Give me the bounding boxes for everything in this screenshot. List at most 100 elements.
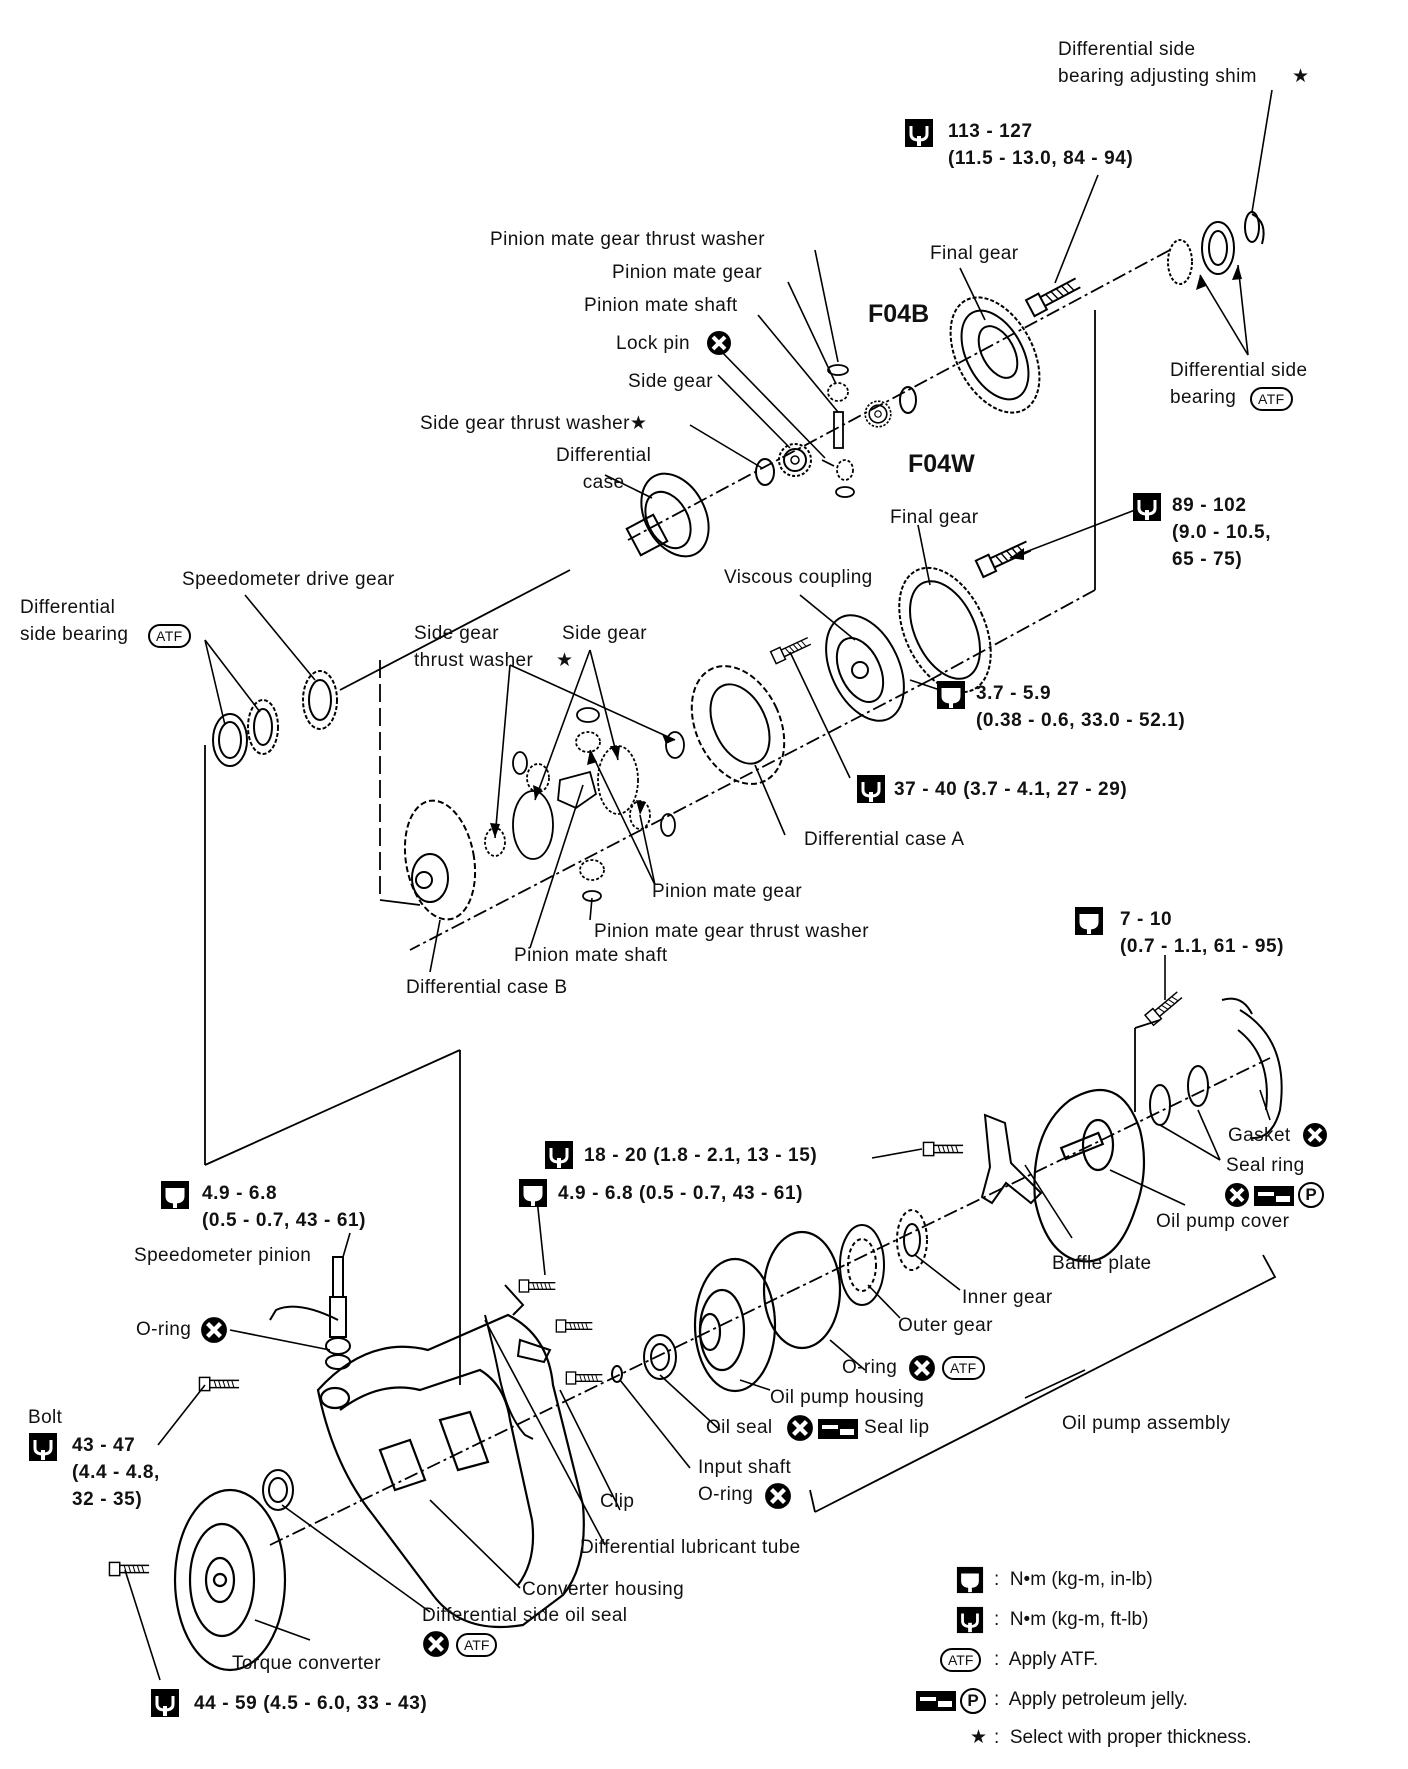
gasket-label: Gasket (1228, 1122, 1327, 1176)
bracket-bolt-1 (518, 1279, 556, 1293)
oil-pump-assembly-bracket (809, 1254, 1277, 1513)
pinion-mate-set-mid (484, 707, 685, 902)
side-oil-seal-part (262, 1469, 294, 1511)
torque-4-9-a: 4.9 - 6.8 (0.5 - 0.7, 43 - 61) (518, 1178, 802, 1259)
oil-pump-assembly-label: Oil pump assembly (1062, 1413, 1231, 1434)
replace-x-icon (201, 1317, 227, 1343)
legend-ftlb: : N•m (kg-m, ft-lb) (956, 1606, 1356, 1636)
legend: : N•m (kg-m, in-lb) : N•m (kg-m, ft-lb) … (916, 1566, 1360, 1756)
atf-symbol: ATF (940, 1648, 982, 1672)
baffle-plate-part (980, 1113, 1043, 1205)
seal-ring-label: Seal ring (1226, 1155, 1305, 1176)
atf-symbol: ATF (456, 1633, 498, 1657)
p-symbol: P (960, 1688, 986, 1714)
atf-symbol: ATF (1250, 387, 1293, 411)
model-f04b-label: F04B (868, 300, 930, 328)
speedometer-pinion-label: Speedometer pinion (134, 1245, 312, 1266)
side-gear-thrust-washer-top (755, 458, 775, 486)
differential-case-a (690, 665, 786, 785)
p-symbol: P (1298, 1182, 1324, 1208)
torque-wrench-ftlb-icon (545, 1141, 573, 1169)
torque-89: 89 - 102 (9.0 - 10.5, 65 - 75) (1132, 492, 1270, 573)
viscous-coupling (825, 614, 905, 722)
oil-pump-cover-part (1033, 1088, 1146, 1263)
side-gear-thrust-washer-top-label: Side gear thrust washer★ (420, 413, 648, 434)
torque-113: 113 - 127 (11.5 - 13.0, 84 - 94) (905, 118, 1133, 199)
replace-x-icon (765, 1483, 791, 1509)
differential-case-label: Differential case (556, 445, 652, 493)
lock-pin-label: Lock pin (616, 330, 731, 384)
torque-wrench-inlb-icon (519, 1179, 547, 1207)
oring-speedo-label: O-ring (136, 1316, 227, 1370)
final-gear-bolt-f04b (1025, 273, 1084, 318)
oil-seal-label: Oil seal Seal lip (706, 1414, 929, 1522)
housing-bolt (198, 1376, 240, 1392)
torque-37: 37 - 40 (3.7 - 4.1, 27 - 29) (856, 774, 1127, 855)
speedometer-pinion-part (269, 1256, 351, 1370)
gasket-part (1221, 997, 1283, 1140)
star-icon: ★ (1292, 66, 1310, 87)
legend-pj: P : Apply petroleum jelly. (916, 1686, 1356, 1716)
atf-symbol: ATF (942, 1356, 985, 1380)
torque-3-7: 3.7 - 5.9 (0.38 - 0.6, 33.0 - 52.1) (936, 680, 1185, 761)
side-bearing-left (212, 699, 279, 767)
star-icon: ★ (970, 1727, 988, 1748)
petroleum-jelly-icon (1254, 1186, 1294, 1206)
diff-side-oil-seal-label: Differential side oil seal (422, 1605, 628, 1626)
converter-housing-label: Converter housing (522, 1579, 685, 1600)
torque-wrench-inlb-icon (937, 681, 965, 709)
lubricant-tube-part (484, 1284, 552, 1440)
converter-bolt (108, 1561, 150, 1577)
torque-wrench-ftlb-icon (857, 775, 885, 803)
replace-x-icon (787, 1415, 813, 1441)
replace-x-icon (707, 331, 731, 355)
final-gear-f04b-label: Final gear (930, 243, 1019, 264)
star-icon: ★ (556, 650, 574, 671)
diff-side-bearing-right-label: Differential side bearing ATF (1170, 357, 1307, 438)
upper-axis-lines (204, 249, 1171, 1385)
speedometer-drive-gear-label: Speedometer drive gear (182, 569, 395, 590)
side-bearing-right (1167, 211, 1265, 285)
oil-pump-housing-part (693, 1230, 842, 1393)
final-gear-f04w-label: Final gear (890, 507, 979, 528)
input-shaft-oring-part (611, 1334, 677, 1383)
torque-wrench-ftlb-icon (1133, 493, 1161, 521)
clip-label: Clip (600, 1491, 635, 1512)
pinion-mate-thrust-washer-top-label: Pinion mate gear thrust washer (490, 229, 765, 250)
speedometer-drive-gear-part (302, 670, 338, 730)
legend-atf: ATF : Apply ATF. (940, 1646, 1356, 1676)
replace-x-icon (1303, 1123, 1327, 1147)
replace-x-icon (1225, 1183, 1249, 1207)
replace-x-icon (909, 1355, 935, 1381)
bolt-label: Bolt (28, 1407, 63, 1428)
seal-rings-part (1149, 1065, 1209, 1126)
pinion-mate-shaft-top-label: Pinion mate shaft (584, 295, 738, 316)
side-gear-thrust-washer-mid-label: Side gear thrust washer★ (414, 620, 573, 674)
viscous-coupling-label: Viscous coupling (724, 567, 873, 588)
torque-44: 44 - 59 (4.5 - 6.0, 33 - 43) (150, 1688, 427, 1769)
torque-18: 18 - 20 (1.8 - 2.1, 13 - 15) (544, 1140, 817, 1221)
legend-inlb: : N•m (kg-m, in-lb) (956, 1566, 1356, 1596)
side-gear-top-label: Side gear (628, 371, 713, 392)
torque-converter-label: Torque converter (232, 1653, 381, 1674)
petroleum-jelly-icon (818, 1419, 858, 1439)
torque-wrench-ftlb-icon (29, 1433, 57, 1461)
clip-bolt (565, 1371, 603, 1385)
pinion-mate-thrust-washer-mid-label: Pinion mate gear thrust washer (594, 921, 869, 942)
diff-lubricant-tube-label: Differential lubricant tube (580, 1537, 801, 1558)
final-gear-f04w (898, 566, 992, 694)
differential-case-b-label: Differential case B (406, 977, 568, 998)
differential-case (625, 472, 710, 558)
torque-wrench-ftlb-icon (956, 1606, 984, 1634)
model-f04w-label: F04W (908, 450, 975, 478)
torque-converter-part (173, 1488, 287, 1672)
seal-ring-symbols: P (1224, 1180, 1340, 1210)
bracket-bolt-2 (555, 1319, 593, 1333)
pinion-mate-shaft-mid-label: Pinion mate shaft (514, 945, 668, 966)
petroleum-jelly-icon (916, 1691, 956, 1711)
oring-pump-label: O-ring ATF (842, 1354, 985, 1435)
case-a-bolt (769, 634, 813, 665)
torque-7: 7 - 10 (0.7 - 1.1, 61 - 95) (1074, 906, 1283, 987)
oil-pump-cover-label: Oil pump cover (1156, 1211, 1290, 1232)
